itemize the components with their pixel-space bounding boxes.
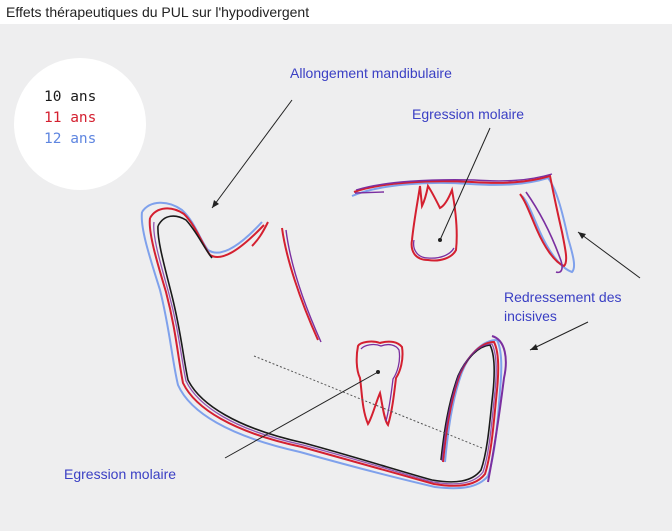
arrow-dot-egression-top xyxy=(438,238,442,242)
mandible-outline-11ans xyxy=(150,208,499,485)
label-egression-molaire-top: Egression molaire xyxy=(412,106,524,123)
upper-molar-outline xyxy=(412,186,457,261)
legend-label-11ans: 11 ans xyxy=(44,110,96,127)
label-redressement-line2: incisives xyxy=(504,308,557,325)
arrow-allongement xyxy=(212,100,292,208)
label-egression-molaire-bottom: Egression molaire xyxy=(64,466,176,483)
legend-label-12ans: 12 ans xyxy=(44,131,96,148)
coronoid-stroke-2 xyxy=(286,230,321,342)
legend-label-10ans: 10 ans xyxy=(44,89,96,106)
maxilla-outline-12ans xyxy=(352,178,574,272)
upper-molar-outline-2 xyxy=(414,240,454,258)
arrowhead-allongement xyxy=(212,200,219,208)
label-allongement-mandibulaire: Allongement mandibulaire xyxy=(290,65,452,82)
arrow-incisives-lower xyxy=(530,322,588,350)
arrow-redressement xyxy=(578,232,640,278)
arrowhead-incisives-lower xyxy=(530,344,538,350)
reference-line xyxy=(254,356,482,448)
label-redressement-line1: Redressement des xyxy=(504,289,622,306)
mandible-outline-12ans xyxy=(142,203,502,489)
arrow-dot-egression-bottom xyxy=(376,370,380,374)
arrowhead-redressement xyxy=(578,232,586,239)
lower-molar-outline-2 xyxy=(361,345,400,421)
lower-molar-outline xyxy=(357,342,403,425)
